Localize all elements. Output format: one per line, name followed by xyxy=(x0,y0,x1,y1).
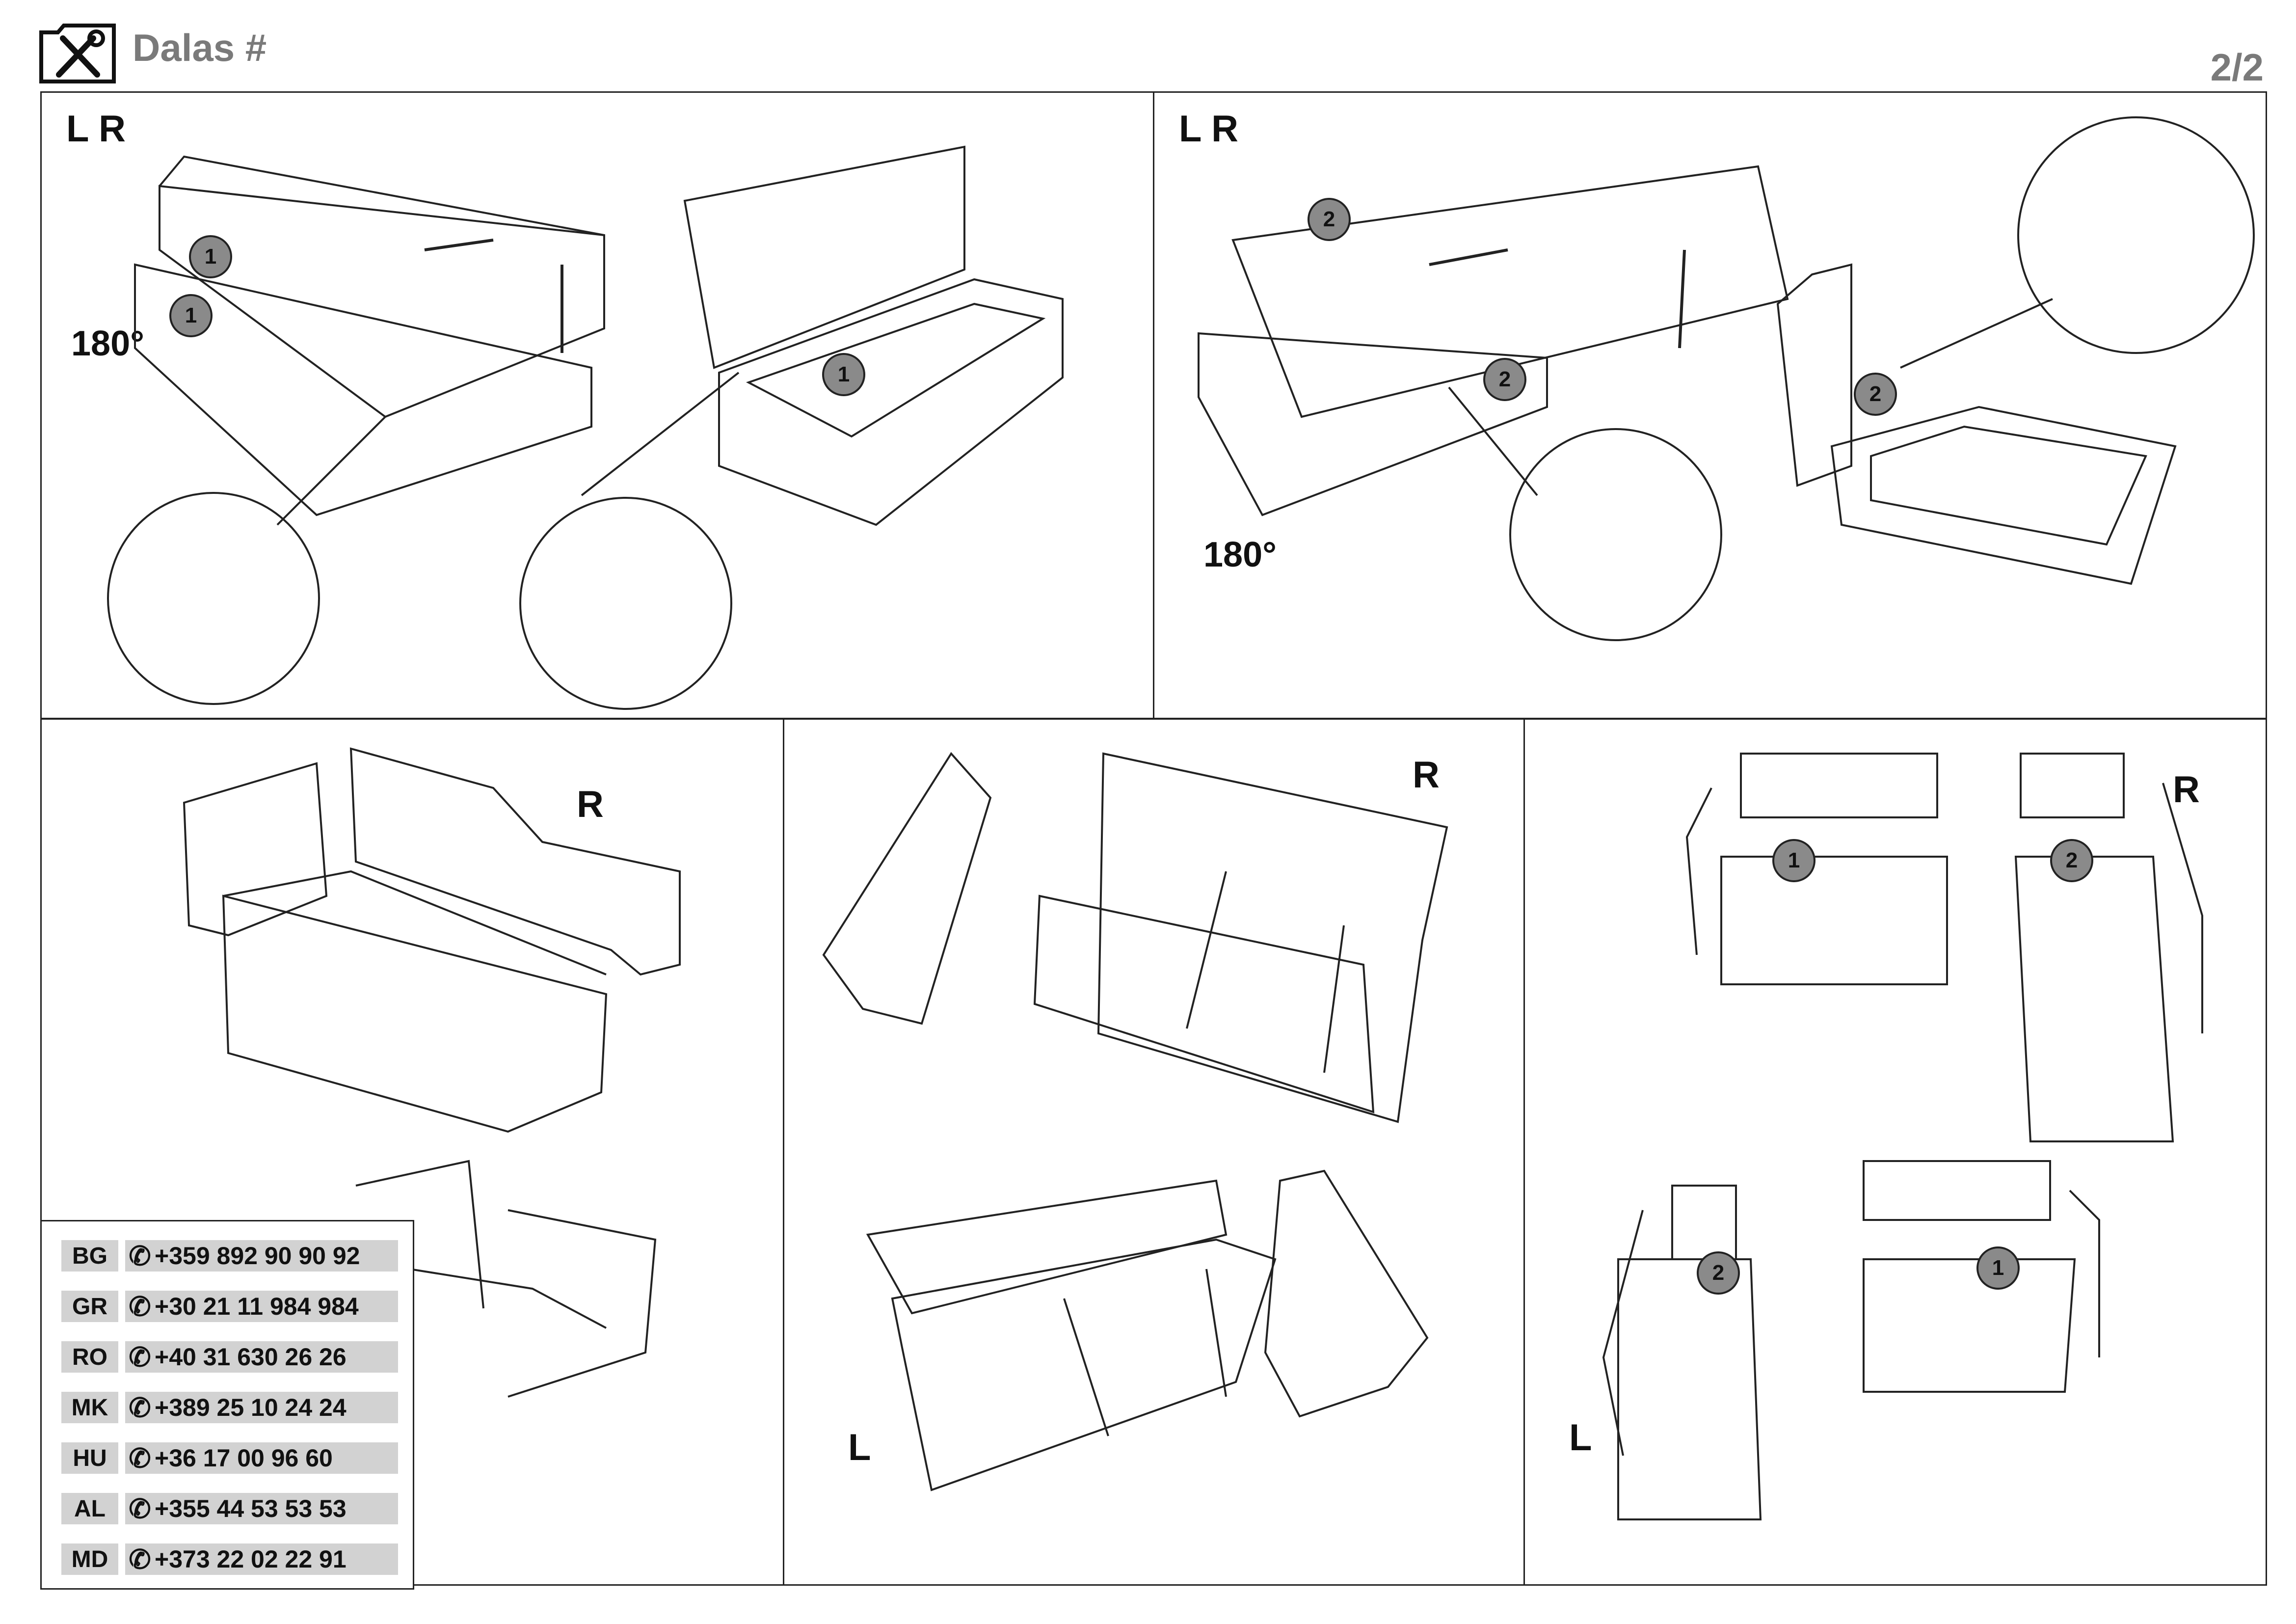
sofa-configuration-illustration xyxy=(1602,753,2203,1520)
step-badge: 1 xyxy=(1772,839,1815,882)
step-panel-1: L R 180° 1 1 1 xyxy=(40,91,1154,720)
step-badge: 1 xyxy=(189,235,232,278)
page-number: 2/2 xyxy=(2210,46,2264,89)
phone-row: BG ✆+359 892 90 90 92 xyxy=(61,1239,398,1272)
step-badge: 2 xyxy=(1483,358,1526,401)
step-badge: 2 xyxy=(1308,198,1351,241)
country-code: RO xyxy=(61,1341,118,1373)
phone-number: +359 892 90 90 92 xyxy=(155,1242,360,1270)
side-label-left: L xyxy=(1569,1417,1592,1459)
step-badge: 1 xyxy=(1976,1246,2020,1290)
side-label: R xyxy=(577,784,604,825)
phone-number: +389 25 10 24 24 xyxy=(155,1394,347,1421)
phone-icon: ✆ xyxy=(129,1393,151,1423)
phone-icon: ✆ xyxy=(129,1443,151,1473)
phone-row: MK ✆+389 25 10 24 24 xyxy=(61,1391,398,1424)
side-label-right: R xyxy=(2173,769,2200,811)
sofa-assembly-illustration xyxy=(183,747,681,1398)
side-label: L R xyxy=(66,108,126,150)
phone-icon: ✆ xyxy=(129,1292,151,1322)
side-label: L R xyxy=(1179,108,1239,150)
country-code: AL xyxy=(61,1493,118,1524)
country-code: GR xyxy=(61,1291,118,1322)
step-panel-5: R L 1 2 2 1 xyxy=(1523,718,2267,1586)
step-badge: 1 xyxy=(822,353,865,396)
step-badge: 1 xyxy=(169,294,213,337)
step-panel-4: R L xyxy=(783,718,1525,1586)
phone-row: GR ✆+30 21 11 984 984 xyxy=(61,1290,398,1323)
phone-row: RO ✆+40 31 630 26 26 xyxy=(61,1340,398,1374)
sofa-lid-illustration xyxy=(1198,116,2255,641)
sofa-assembly-illustration xyxy=(822,752,1448,1491)
country-code: BG xyxy=(61,1240,118,1272)
phone-number: +373 22 02 22 91 xyxy=(155,1545,347,1573)
phone-row: HU ✆+36 17 00 96 60 xyxy=(61,1441,398,1475)
rotation-label: 180° xyxy=(71,324,144,363)
phone-row: AL ✆+355 44 53 53 53 xyxy=(61,1492,398,1525)
country-code: MK xyxy=(61,1392,118,1423)
side-label-right: R xyxy=(1413,754,1440,796)
country-code: HU xyxy=(61,1442,118,1474)
step-badge: 2 xyxy=(1697,1251,1740,1295)
phone-icon: ✆ xyxy=(129,1241,151,1271)
phone-number: +36 17 00 96 60 xyxy=(155,1444,333,1472)
phone-icon: ✆ xyxy=(129,1494,151,1524)
rotation-label: 180° xyxy=(1203,535,1277,574)
country-code: MD xyxy=(61,1543,118,1575)
phone-icon: ✆ xyxy=(129,1544,151,1574)
tools-icon xyxy=(39,24,116,83)
sofa-lid-illustration xyxy=(107,145,1064,710)
step-badge: 2 xyxy=(2050,839,2093,882)
side-label-left: L xyxy=(848,1427,871,1468)
document-title: Dalas # xyxy=(133,26,267,69)
phone-row: MD ✆+373 22 02 22 91 xyxy=(61,1543,398,1576)
step-panel-2: L R 180° 2 2 2 xyxy=(1153,91,2267,720)
phone-number: +355 44 53 53 53 xyxy=(155,1495,347,1522)
step-badge: 2 xyxy=(1854,373,1897,416)
contact-phones-table: BG ✆+359 892 90 90 92 GR ✆+30 21 11 984 … xyxy=(40,1220,414,1590)
phone-icon: ✆ xyxy=(129,1342,151,1372)
phone-number: +40 31 630 26 26 xyxy=(155,1343,347,1371)
phone-number: +30 21 11 984 984 xyxy=(155,1293,359,1320)
